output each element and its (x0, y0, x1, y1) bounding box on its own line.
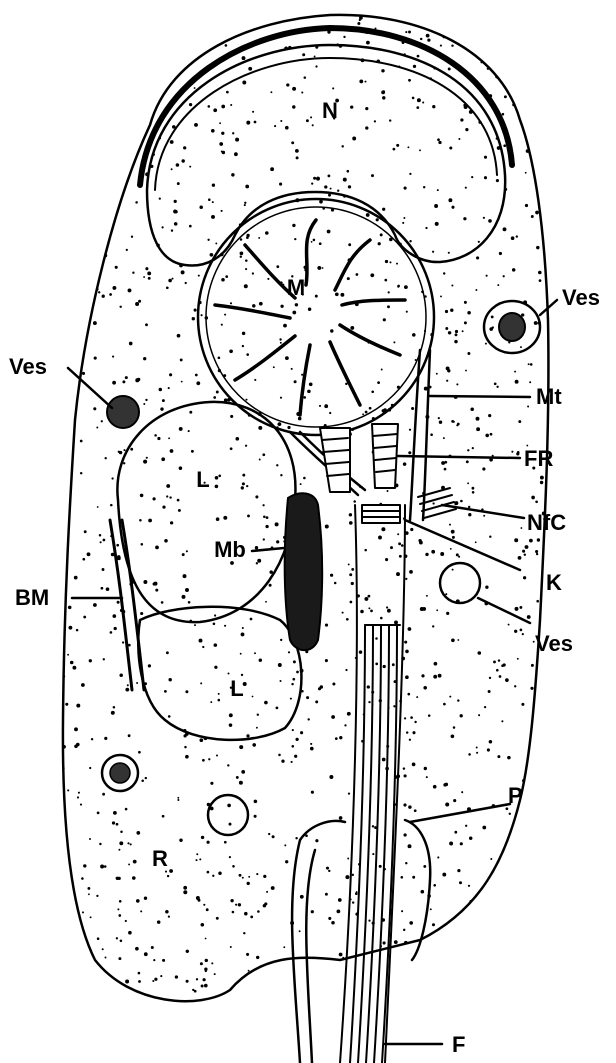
label-vesicle-right: Ves (535, 631, 573, 656)
vesicle-left (107, 396, 139, 428)
mitochondrion (198, 199, 434, 435)
label-microtubule: Mt (536, 384, 562, 409)
fibrillar-rootlets (320, 424, 398, 492)
membrane-body (285, 493, 323, 650)
label-pocket: P (508, 783, 523, 808)
lipid-body-upper (117, 402, 295, 622)
label-non-flagellar-centriole: NfC (527, 510, 566, 535)
label-membrane-body: Mb (214, 537, 246, 562)
flagellum (340, 505, 405, 1063)
vesicle-lower-left (102, 755, 138, 791)
label-reserve: R (152, 846, 168, 871)
label-flagellum: F (452, 1032, 465, 1057)
label-fibrillar-rootlet: FR (524, 446, 553, 471)
vesicle-empty-lower (208, 795, 248, 835)
lipid-body-lower (138, 607, 301, 740)
label-lipid-lower: L (230, 676, 243, 701)
label-mitochondrion: M (287, 275, 305, 300)
nucleus (140, 28, 512, 266)
label-vesicle-left: Ves (9, 354, 47, 379)
label-kinetosome: K (546, 570, 562, 595)
label-basement-membrane: BM (15, 585, 49, 610)
label-vesicle-upper: Ves (562, 285, 600, 310)
kinetosome (362, 505, 400, 523)
vesicle-empty-right (440, 563, 480, 603)
label-lipid-upper: L (196, 467, 209, 492)
label-nucleus: N (322, 98, 338, 123)
